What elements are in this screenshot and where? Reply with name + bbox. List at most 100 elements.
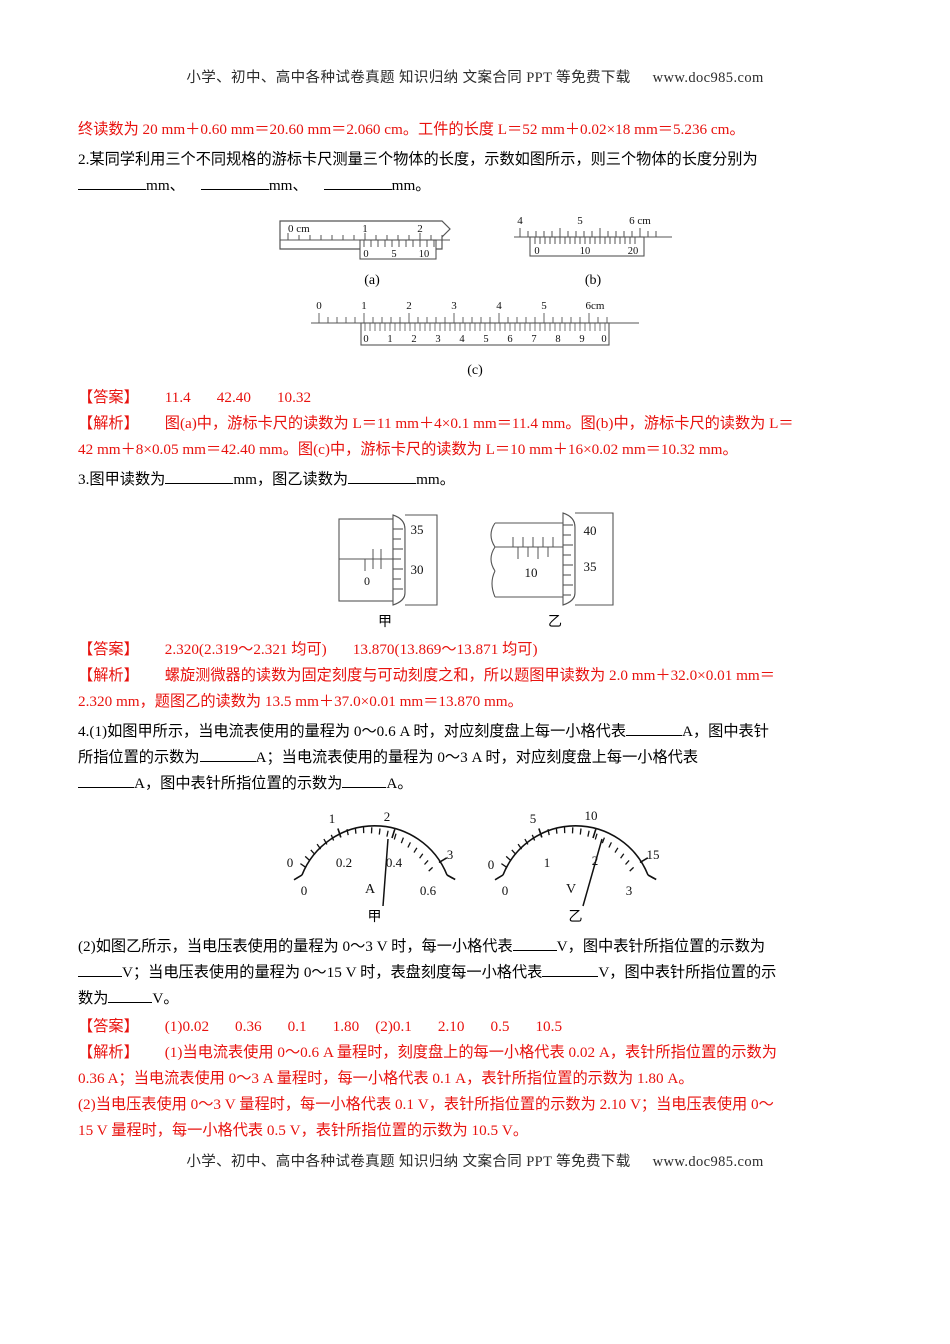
voltmeter-outer-0: 0 [488, 857, 495, 872]
vernier-c-label-0: 0 [316, 300, 322, 312]
q4-answer-g1-prefix: (1) [164, 1018, 183, 1035]
voltmeter-inner-2: 2 [592, 853, 599, 868]
q4-blank-7[interactable] [542, 962, 599, 977]
micrometer-yi-label-35: 35 [584, 559, 597, 574]
voltmeter-outer-5: 5 [530, 811, 537, 826]
voltmeter-needle [582, 838, 603, 907]
q4-p1-text2a: 所指位置的示数为 [78, 749, 200, 766]
micrometer-jia: 0 35 30 甲 [325, 501, 445, 631]
q4-p1-line2: 所指位置的示数为 A；当电流表使用的量程为 0～3 A 时，对应刻度盘上每一小格代… [78, 745, 872, 771]
q4-p2-text1a: (2)如图乙所示，当电压表使用的量程为 0～3 V 时，每一小格代表 [78, 938, 513, 955]
ammeter-outer-3: 3 [447, 847, 454, 862]
header-watermark-url: www.doc985.com [652, 70, 764, 86]
vernier-c-vlabel-4: 4 [459, 334, 465, 345]
footer-watermark: 小学、初中、高中各种试卷真题 知识归纳 文案合同 PPT 等免费下载 www.do… [78, 1144, 872, 1171]
q4-analysis-line1: 【解析】 (1)当电流表使用 0～0.6 A 量程时，刻度盘上的每一小格代表 0.… [78, 1040, 872, 1066]
q4-answer-3: 0.1 [287, 1018, 307, 1035]
micrometer-jia-label-30: 30 [411, 562, 424, 577]
q4-blank-3[interactable] [78, 773, 134, 788]
vernier-c-vlabel-3: 3 [435, 334, 440, 345]
vernier-b-label-4: 4 [517, 215, 523, 227]
vernier-c-vlabel-1: 1 [387, 334, 392, 345]
carryover-line: 终读数为 20 mm＋0.60 mm＝20.60 mm＝2.060 cm。工件的… [78, 121, 745, 138]
q4-answer-8: 10.5 [535, 1018, 563, 1035]
q4-answer-label: 【答案】 [78, 1018, 139, 1035]
q4-blank-6[interactable] [78, 962, 122, 977]
q2-unit-2: mm、 [268, 177, 308, 194]
q4-blank-8[interactable] [108, 988, 153, 1003]
voltmeter-inner-0: 0 [502, 883, 509, 898]
q4-p2-text3a: 数为 [78, 990, 109, 1007]
micrometer-jia-sleeve-label: 0 [364, 574, 370, 588]
q2-blank-3[interactable] [323, 175, 392, 190]
footer-watermark-url: www.doc985.com [652, 1154, 764, 1170]
vernier-c-vlabel-9: 9 [579, 334, 584, 345]
vernier-b-vlabel-0: 0 [534, 246, 539, 257]
vernier-c-label-5: 5 [541, 300, 547, 312]
q4-analysis-line2: 0.36 A；当电流表使用 0～3 A 量程时，每一小格代表 0.1 A，表针所… [78, 1070, 694, 1087]
header-watermark-text: 小学、初中、高中各种试卷真题 知识归纳 文案合同 PPT 等免费下载 [186, 70, 631, 86]
q4-p1-text3b: A。 [386, 775, 413, 792]
q4-p1-text2b: A；当电流表使用的量程为 0～3 A 时，对应刻度盘上每一小格代表 [255, 749, 699, 766]
q4-p1-text1b: A，图中表针 [682, 723, 769, 740]
q4-blank-4[interactable] [342, 773, 387, 788]
q3-blank-1[interactable] [165, 469, 234, 484]
vernier-a-label-2: 2 [417, 223, 423, 235]
q3-analysis-line2: 2.320 mm，题图乙的读数为 13.5 mm＋37.0×0.01 mm＝13… [78, 693, 523, 710]
q3-analysis-line1: 【解析】螺旋测微器的读数为固定刻度与可动刻度之和，所以题图甲读数为 2.0 mm… [78, 663, 872, 689]
q3-answer-row: 【答案】2.320(2.319～2.321 均可)13.870(13.869～1… [78, 637, 872, 663]
ammeter-inner-06: 0.6 [420, 883, 437, 898]
vernier-c-vlabel-0: 0 [363, 334, 368, 345]
ammeter-outer-1: 1 [329, 811, 336, 826]
q4-blank-2[interactable] [199, 747, 256, 762]
q4-analysis-label: 【解析】 [78, 1044, 139, 1061]
vernier-b-label-6cm: 6 cm [629, 215, 651, 227]
vernier-a-label-0cm: 0 cm [288, 223, 310, 235]
q2-answer-3: 10.32 [276, 389, 312, 406]
q2-blank-2[interactable] [200, 175, 269, 190]
voltmeter-inner-1: 1 [544, 855, 551, 870]
q4-answer-6: 2.10 [437, 1018, 465, 1035]
q4-blank-1[interactable] [626, 721, 683, 736]
vernier-c-label-2: 2 [406, 300, 412, 312]
ammeter-needle [382, 838, 389, 907]
q4-p1-text3a: A，图中表针所指位置的示数为 [134, 775, 343, 792]
q2-unit-1: mm、 [146, 177, 185, 194]
q4-answer-4: 1.80 [332, 1018, 360, 1035]
q2-unit-3: mm。 [391, 177, 431, 194]
ammeter-caption: 甲 [367, 910, 382, 925]
q4-analysis-text1: (1)当电流表使用 0～0.6 A 量程时，刻度盘上的每一小格代表 0.02 A… [164, 1044, 777, 1061]
vernier-c-label-3: 3 [451, 300, 457, 312]
q3-text-c: mm。 [416, 471, 455, 488]
voltmeter-caption: 乙 [568, 910, 583, 925]
q2-answer-label: 【答案】 [78, 389, 139, 406]
q2-blank-1[interactable] [78, 175, 146, 190]
vernier-c-vlabel-8: 8 [555, 334, 560, 345]
q3-answer-label: 【答案】 [78, 641, 139, 658]
voltmeter-figure: 0 5 10 15 0 1 2 3 V 乙 [483, 803, 668, 926]
micrometer-jia-label-35: 35 [411, 522, 424, 537]
vernier-c-label-6cm: 6cm [586, 300, 605, 312]
q4-p2-text2b: V，图中表针所指位置的示 [598, 964, 777, 981]
footer-watermark-text: 小学、初中、高中各种试卷真题 知识归纳 文案合同 PPT 等免费下载 [186, 1154, 631, 1170]
vernier-a-label-1: 1 [362, 223, 368, 235]
vernier-a-caption: (a) [364, 273, 380, 288]
micrometer-yi-sleeve-label: 10 [525, 565, 538, 580]
ammeter-outer-0: 0 [287, 855, 294, 870]
ammeter-inner-02: 0.2 [336, 855, 352, 870]
vernier-b-label-5: 5 [577, 215, 583, 227]
q3-blank-2[interactable] [348, 469, 417, 484]
voltmeter-outer-15: 15 [647, 847, 660, 862]
q4-blank-5[interactable] [512, 936, 557, 951]
ammeter-inner-04: 0.4 [386, 855, 403, 870]
vernier-c-label-4: 4 [496, 300, 502, 312]
voltmeter-inner-3: 3 [626, 883, 633, 898]
q4-answer-1: 0.02 [182, 1018, 210, 1035]
q3-text-a: 3.图甲读数为 [78, 471, 166, 488]
vernier-figure-b: 4 5 6 cm 0 10 [508, 209, 678, 289]
q3-analysis-text1: 螺旋测微器的读数为固定刻度与可动刻度之和，所以题图甲读数为 2.0 mm＋32.… [164, 667, 775, 684]
